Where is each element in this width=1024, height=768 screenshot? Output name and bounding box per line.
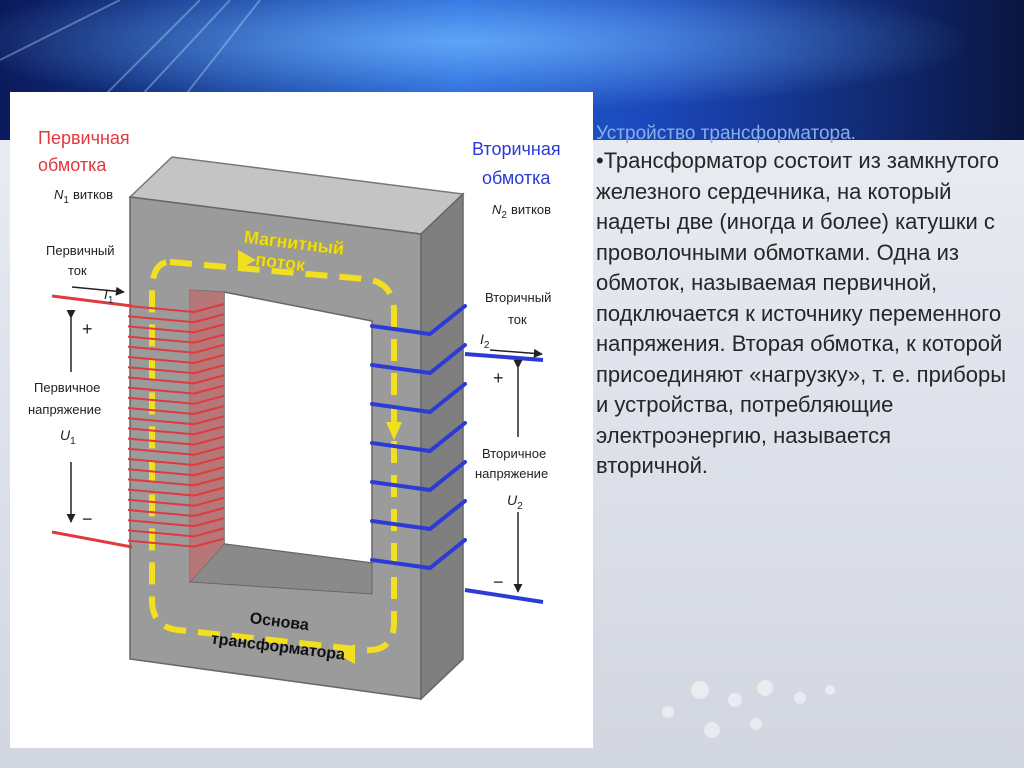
primary-coil-turn: [127, 517, 225, 528]
primary-coil-turn: [127, 537, 225, 548]
core-side-face: [420, 192, 464, 701]
primary-current-arrow: [71, 286, 125, 296]
primary-coil-turn: [127, 374, 225, 385]
secondary-voltage-minus: −: [493, 572, 504, 592]
secondary-winding-coil: [370, 304, 467, 571]
primary-current-label-line2: ток: [68, 263, 87, 278]
primary-coil-turn: [127, 476, 225, 487]
primary-coil-turn: [127, 527, 225, 538]
primary-coil-turn: [127, 456, 225, 467]
primary-coil-body: [190, 290, 224, 582]
secondary-coil-turn: [370, 343, 467, 376]
text-panel: Устройство трансформатора. •Трансформато…: [596, 122, 1006, 482]
primary-coil-turn: [127, 323, 225, 334]
primary-coil-turn: [127, 415, 225, 426]
primary-coil-turn: [127, 333, 225, 344]
primary-coil-turn: [127, 507, 225, 518]
primary-coil-turn: [127, 313, 225, 324]
primary-lead-top: [51, 294, 133, 308]
primary-voltage-plus: +: [82, 319, 93, 339]
secondary-lead-bottom: [464, 588, 544, 604]
secondary-voltage-plus: +: [493, 368, 504, 388]
secondary-current-arrow: [489, 348, 543, 358]
primary-voltage-label-line2: напряжение: [28, 402, 101, 417]
primary-voltage-label-line1: Первичное: [34, 380, 100, 395]
primary-coil-turn: [127, 364, 225, 375]
primary-coil-turn: [127, 354, 225, 365]
primary-coil-turn: [127, 435, 225, 446]
secondary-winding-label-line2: обмотка: [482, 168, 551, 188]
primary-coil-turn: [127, 425, 225, 436]
flux-arrow-top: [238, 250, 256, 270]
secondary-coil-turn: [370, 538, 467, 571]
primary-coil-turn: [127, 496, 225, 507]
primary-winding-coil: [127, 290, 225, 582]
secondary-lead-top: [464, 352, 544, 362]
primary-coil-turn: [127, 405, 225, 416]
primary-current-label-line1: Первичный: [46, 243, 115, 258]
primary-coil-turn: [127, 486, 225, 497]
primary-coil-turn: [127, 303, 225, 314]
secondary-current-label-line2: ток: [508, 312, 527, 327]
primary-coil-turn: [127, 384, 225, 395]
primary-coil-turn: [127, 466, 225, 477]
secondary-coil-turn: [370, 421, 467, 454]
core-window-floor: [188, 543, 373, 595]
secondary-coil-turn: [370, 304, 467, 337]
secondary-coil-turn: [370, 382, 467, 415]
primary-current-symbol: I1: [104, 286, 114, 306]
flux-arrow-bottom: [337, 644, 355, 664]
primary-voltage-minus: −: [82, 509, 93, 529]
secondary-voltage-label-line1: Вторичное: [482, 446, 546, 461]
primary-winding-label-line2: обмотка: [38, 155, 107, 175]
primary-coil-turn: [127, 445, 225, 456]
primary-voltage-symbol: U1: [60, 427, 76, 447]
secondary-current-label-line1: Вторичный: [485, 290, 551, 305]
flux-arrow-right: [386, 422, 402, 440]
primary-winding-label-line1: Первичная: [38, 128, 130, 148]
slide-body-text: •Трансформатор состоит из замкнутого жел…: [596, 148, 1007, 478]
secondary-winding-label-line1: Вторичная: [472, 139, 561, 159]
secondary-current-symbol: I2: [480, 331, 490, 351]
secondary-coil-turn: [370, 460, 467, 493]
primary-lead-bottom: [51, 530, 133, 549]
primary-coil-turn: [127, 394, 225, 405]
secondary-voltage-label-line2: напряжение: [475, 466, 548, 481]
secondary-coil-turn: [370, 499, 467, 532]
primary-coil-turn: [127, 343, 225, 354]
secondary-voltage-symbol: U2: [507, 492, 523, 512]
slide-title: Устройство трансформатора.: [596, 123, 856, 144]
